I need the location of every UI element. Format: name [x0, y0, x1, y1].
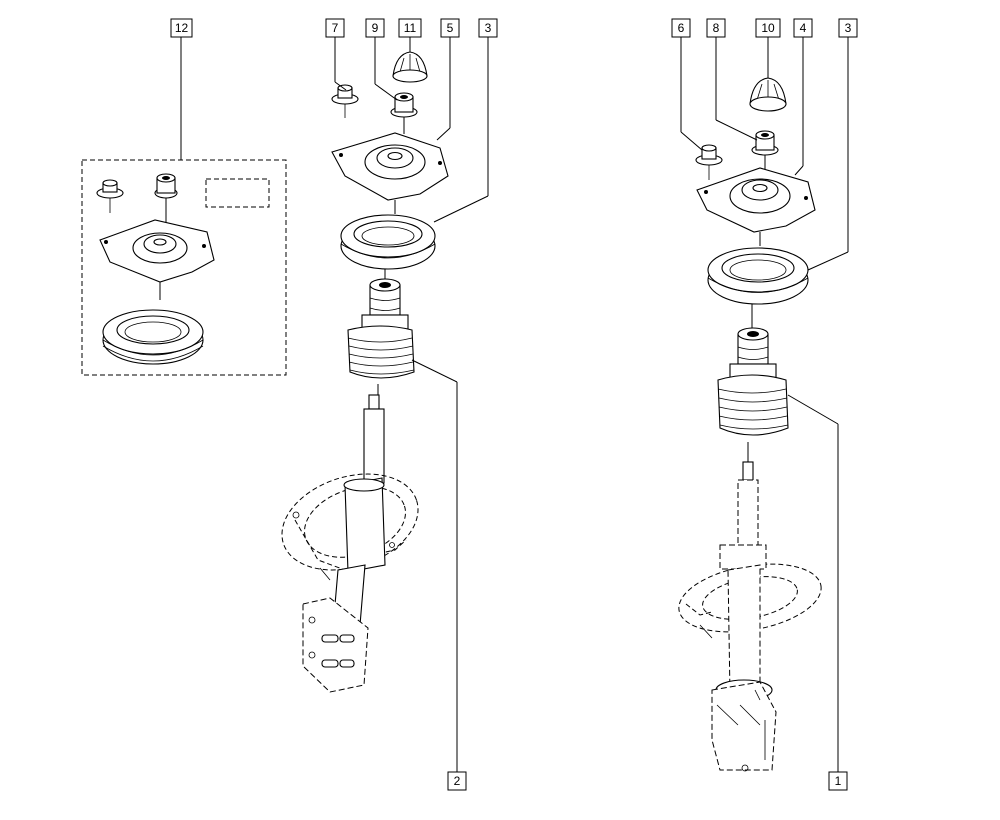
svg-text:7: 7: [332, 21, 339, 35]
callout-7: 7: [325, 18, 345, 38]
top-mount-4: [696, 167, 816, 246]
svg-text:11: 11: [404, 21, 417, 35]
callout-3-left: 3: [478, 18, 498, 38]
nut-9: [390, 92, 418, 134]
svg-text:10: 10: [761, 21, 775, 35]
strut-body-right: [711, 544, 777, 772]
svg-text:4: 4: [800, 21, 807, 35]
leader-lines: [180, 37, 849, 772]
callout-5: 5: [440, 18, 460, 38]
callout-2: 2: [447, 771, 467, 791]
callout-9: 9: [365, 18, 385, 38]
kit-bolt: [96, 179, 124, 213]
callout-6: 6: [671, 18, 691, 38]
kit-box-12: [81, 159, 287, 376]
piston-rod-right: [737, 461, 759, 551]
callout-8: 8: [706, 18, 726, 38]
callout-12: 12: [170, 18, 193, 38]
callout-1: 1: [828, 771, 848, 791]
svg-text:6: 6: [678, 21, 685, 35]
svg-text:3: 3: [485, 21, 492, 35]
svg-text:9: 9: [372, 21, 379, 35]
svg-text:12: 12: [175, 21, 189, 35]
callout-3-right: 3: [838, 18, 858, 38]
svg-text:8: 8: [713, 21, 720, 35]
cap-10: [749, 77, 787, 112]
kit-nut: [154, 173, 178, 226]
strut-assembly-2: [281, 51, 449, 693]
svg-text:2: 2: [454, 774, 461, 788]
kit-bearing: [102, 309, 204, 365]
kit-top-mount: [99, 219, 215, 300]
bolt-7: [331, 84, 359, 118]
svg-text:1: 1: [835, 774, 842, 788]
bump-stop-left: [361, 278, 409, 330]
top-mount-5: [331, 132, 449, 214]
strut-assembly-1: [678, 77, 822, 772]
cap-11: [392, 51, 428, 83]
piston-rod-left: [363, 394, 385, 484]
svg-text:5: 5: [447, 21, 454, 35]
callout-10: 10: [755, 18, 781, 38]
bump-stop-right: [729, 327, 777, 379]
strut-body-left: [302, 477, 386, 693]
bolt-6: [695, 144, 723, 180]
nut-8: [751, 130, 779, 172]
svg-text:3: 3: [845, 21, 852, 35]
dust-boot-right: [717, 374, 789, 462]
bearing-3-left: [340, 214, 436, 284]
callout-11: 11: [398, 18, 422, 38]
bearing-3-right: [707, 247, 809, 328]
dust-boot-left: [347, 325, 415, 395]
callout-4: 4: [793, 18, 813, 38]
